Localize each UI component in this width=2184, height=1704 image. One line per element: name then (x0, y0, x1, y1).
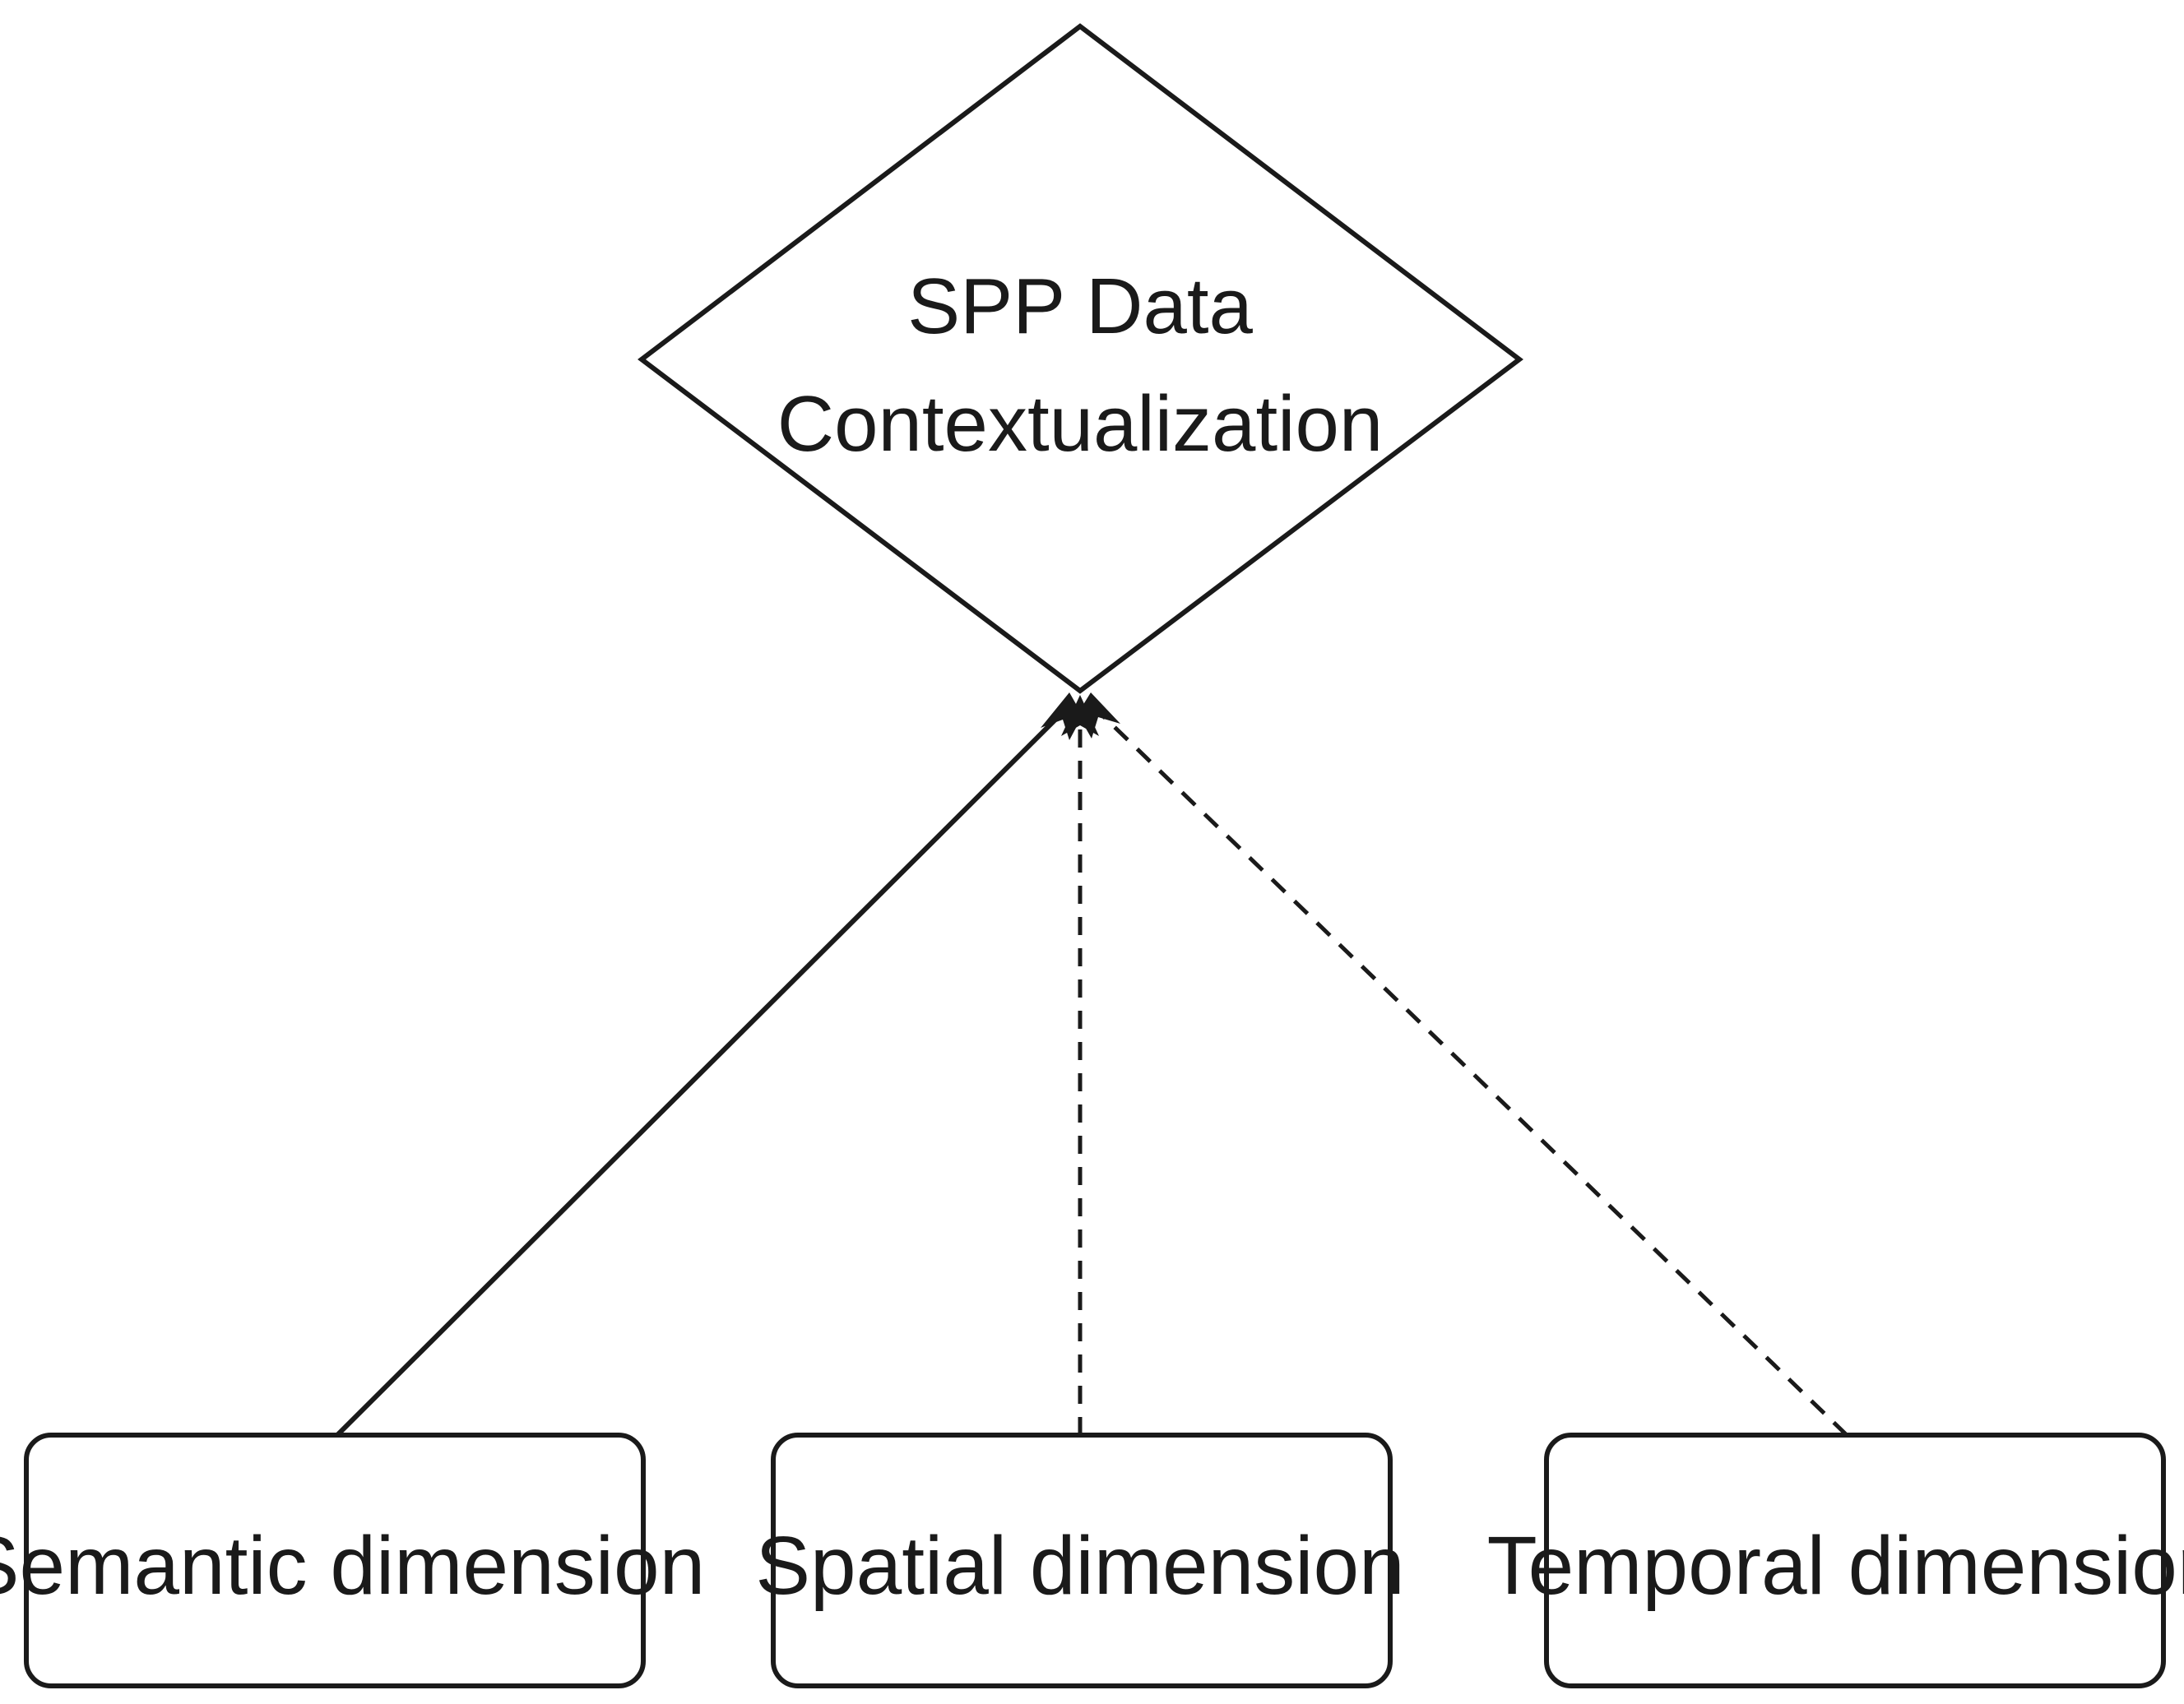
dimension-box-semantic[interactable]: Semantic dimension (0, 1433, 705, 1688)
edge-semantic[interactable] (335, 703, 1072, 1438)
box-temporal (1544, 1433, 2166, 1688)
dimension-box-spatial[interactable]: Spatial dimension (755, 1433, 1405, 1688)
edges (335, 692, 1848, 1438)
decision-label-line1: SPP Data (907, 262, 1253, 350)
box-label-temporal: Temporal dimension (1487, 1520, 2184, 1612)
box-spatial (771, 1433, 1393, 1688)
decision-label-line2: Contextualization (777, 380, 1383, 468)
box-semantic (24, 1433, 646, 1688)
dimension-box-temporal[interactable]: Temporal dimension (1487, 1433, 2184, 1688)
decision-node[interactable]: SPP Data Contextualization (638, 23, 1523, 694)
edge-temporal[interactable] (1092, 706, 1848, 1437)
arrowhead-temporal (1078, 692, 1120, 739)
decision-diamond (638, 23, 1523, 694)
box-label-semantic: Semantic dimension (0, 1520, 705, 1612)
box-label-spatial: Spatial dimension (755, 1520, 1404, 1612)
